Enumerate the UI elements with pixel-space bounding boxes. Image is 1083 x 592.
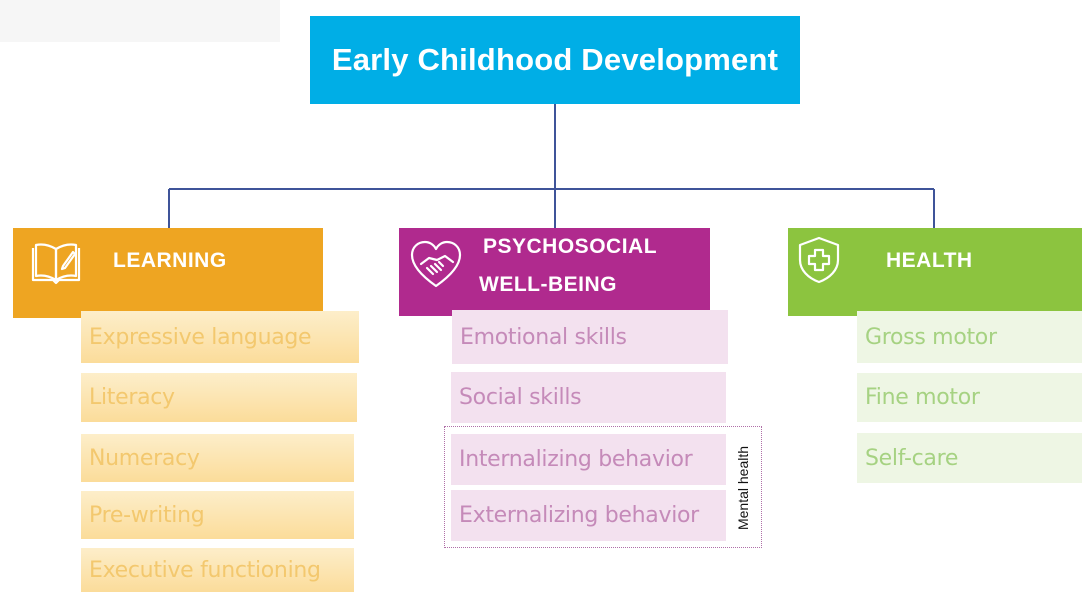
root-node: Early Childhood Development [310,16,800,104]
learning-title: LEARNING [113,249,227,272]
health-item: Fine motor [857,373,1082,422]
health-header: HEALTH [788,228,1082,316]
learning-item: Numeracy [81,434,354,482]
mental-health-group [444,426,762,548]
root-title: Early Childhood Development [331,42,779,77]
open-book-icon [29,242,83,292]
handshake-heart-icon [409,240,463,296]
health-title: HEALTH [886,249,973,272]
background-panel [0,0,280,42]
psychosocial-item: Social skills [451,372,726,423]
learning-item: Executive functioning [81,548,354,592]
learning-item: Literacy [81,373,357,422]
learning-item: Expressive language [81,311,359,363]
mental-health-label: Mental health [735,445,751,531]
psychosocial-title-line2: WELL-BEING [479,273,617,296]
health-item: Gross motor [857,311,1082,363]
medical-shield-icon [796,236,842,290]
health-item: Self-care [857,433,1082,483]
learning-header: LEARNING [13,228,323,318]
psychosocial-title-line1: PSYCHOSOCIAL [483,235,658,258]
psychosocial-item: Internalizing behavior [451,434,726,485]
psychosocial-item: Emotional skills [452,310,728,364]
psychosocial-header: PSYCHOSOCIAL WELL-BEING [399,228,710,316]
psychosocial-item: Externalizing behavior [451,490,726,541]
learning-item: Pre-writing [81,491,354,539]
